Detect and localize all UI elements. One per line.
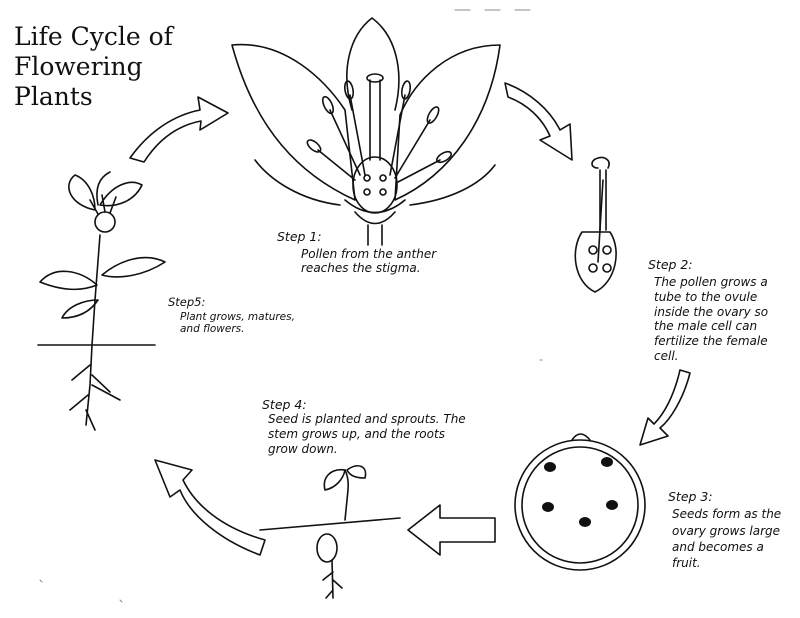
step-5-heading: Step5: <box>168 295 206 309</box>
step-2-heading: Step 2: <box>648 257 693 272</box>
scan-specks <box>39 9 543 603</box>
step-3-heading: Step 3: <box>668 489 713 504</box>
title-line-1: Life Cycle of <box>14 22 173 51</box>
step-2-label: Step 2: The pollen grows a tube to the o… <box>648 257 778 363</box>
step-1-label: Step 1: Pollen from the anther reaches t… <box>277 229 471 276</box>
title-line-3: Plants <box>14 82 93 111</box>
cycle-arrows <box>129 82 691 556</box>
step-4-label: Step 4: Seed is planted and sprouts. The… <box>262 397 477 457</box>
step-5-description: Plant grows, matures, and flowers. <box>180 311 295 336</box>
step-5-label: Step5: Plant grows, matures, and flowers… <box>168 295 318 336</box>
seedling-illustration <box>259 465 401 599</box>
title-line-2: Flowering <box>14 52 143 81</box>
ovary-pollen-tube-illustration <box>574 156 617 293</box>
step-2-description: The pollen grows a tube to the ovule ins… <box>654 275 769 363</box>
step-3-description: Seeds form as the ovary grows large and … <box>672 507 782 570</box>
flower-cross-section-illustration <box>231 17 501 246</box>
fruit-cross-section-illustration <box>514 433 646 571</box>
step-1-heading: Step 1: <box>277 229 322 244</box>
step-4-description: Seed is planted and sprouts. The stem gr… <box>268 412 466 457</box>
step-1-description: Pollen from the anther reaches the stigm… <box>301 247 437 276</box>
step-3-label: Step 3: Seeds form as the ovary grows la… <box>668 489 788 571</box>
flowering-plant-illustration <box>37 171 166 431</box>
diagram-title: Life Cycle of Flowering Plants <box>14 22 173 112</box>
step-4-heading: Step 4: <box>262 397 307 412</box>
